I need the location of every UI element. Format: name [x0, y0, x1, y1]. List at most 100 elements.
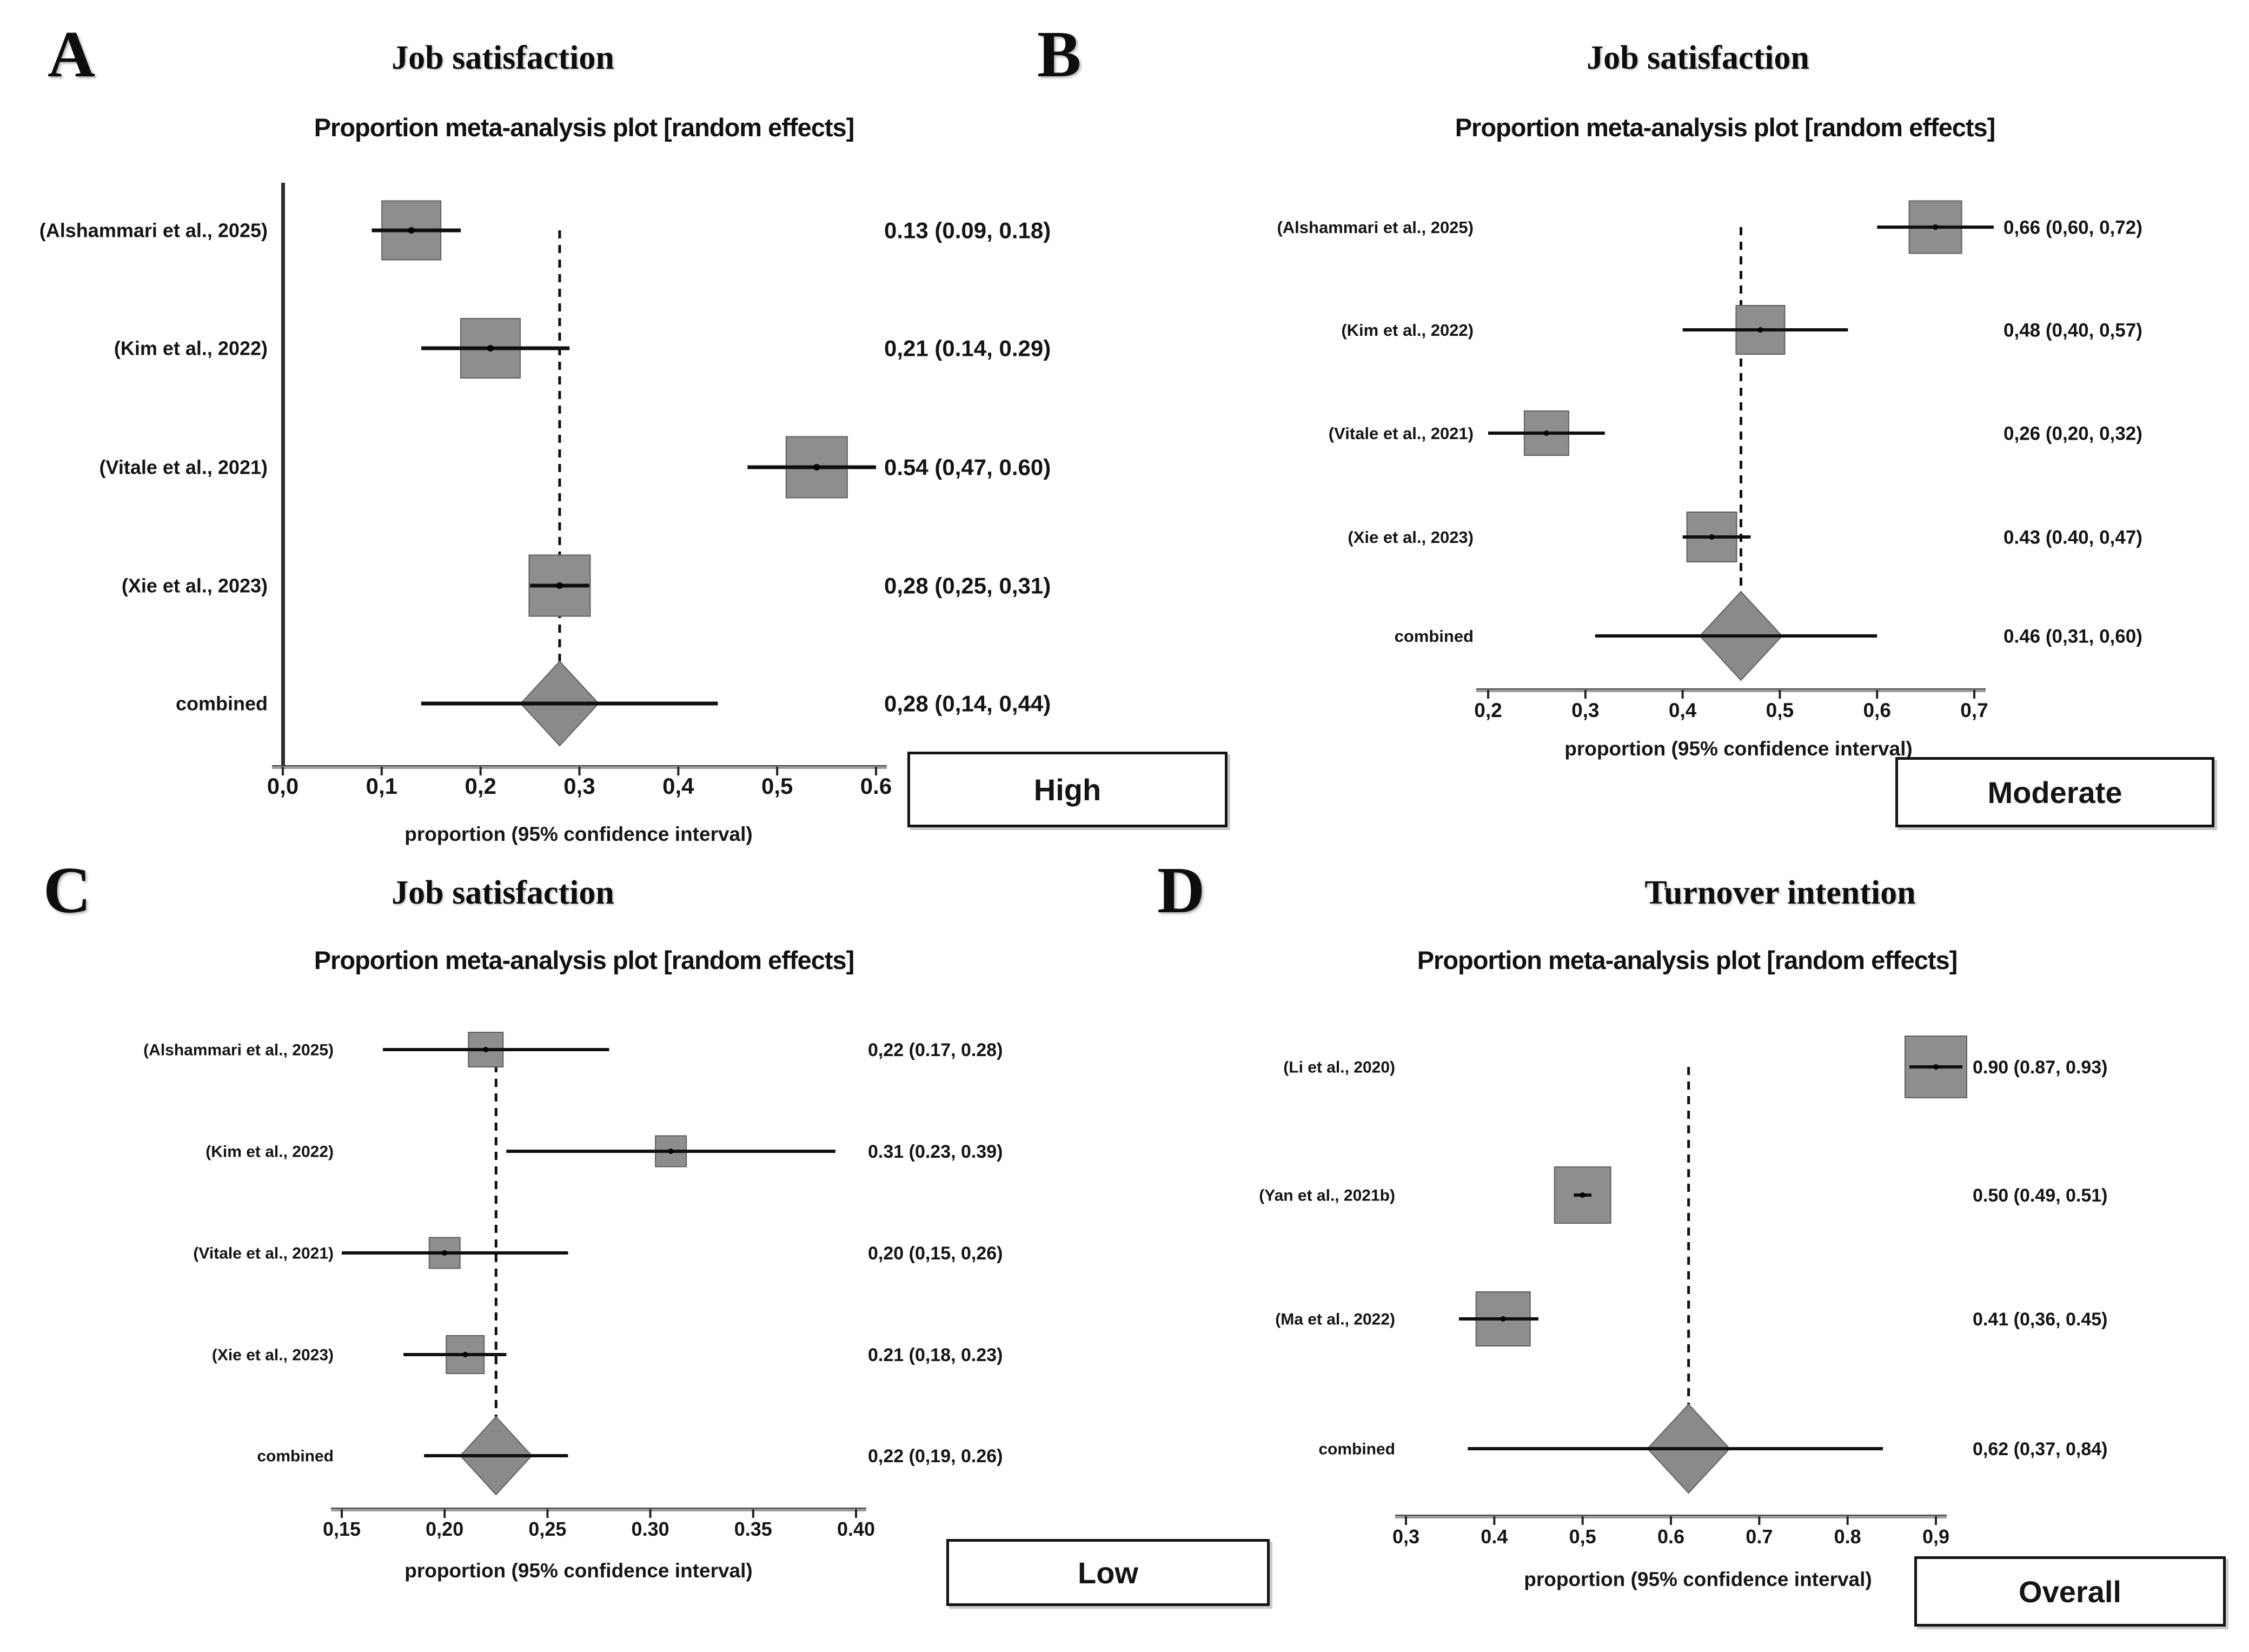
panel-a-tick-label: 0,2 — [465, 773, 496, 799]
panel-a-tick-mark — [282, 767, 284, 775]
panel-b-tick-label: 0,6 — [1863, 699, 1890, 721]
panel-c-study-value: 0,20 (0,15, 0,26) — [868, 1243, 1003, 1264]
panel-c-study-label: (Vitale et al., 2021) — [193, 1245, 334, 1263]
panel-d-point-marker — [1933, 1064, 1939, 1070]
panel-a-xaxis-label: proportion (95% confidence interval) — [404, 823, 753, 845]
panel-c-study-value: 0.21 (0,18, 0.23) — [868, 1345, 1003, 1365]
panel-b-study-label: (Kim et al., 2022) — [1341, 321, 1474, 340]
panel-d-tick-mark — [1670, 1516, 1672, 1525]
panel-c-tick-label: 0,15 — [323, 1518, 361, 1540]
panel-c-combined-value: 0,22 (0,19, 0.26) — [868, 1446, 1003, 1467]
panel-d-tick-label: 0.4 — [1481, 1525, 1508, 1548]
panel-a-y-axis — [281, 183, 285, 765]
panel-d-study-label: (Li et al., 2020) — [1283, 1059, 1395, 1077]
panel-b-x-axis — [1476, 688, 1986, 692]
panel-d-tick-mark — [1493, 1516, 1496, 1525]
panel-c-title: Job satisfaction — [392, 874, 614, 911]
panel-b-tick-label: 0,2 — [1474, 699, 1502, 721]
panel-c-study-label: (Alshammari et al., 2025) — [143, 1041, 334, 1059]
panel-d-study-value: 0.50 (0.49, 0.51) — [1973, 1185, 2108, 1206]
panel-a-tick-mark — [677, 767, 680, 775]
panel-b-study-label: (Xie et al., 2023) — [1348, 528, 1474, 547]
panel-d-xaxis-label: proportion (95% confidence interval) — [1524, 1568, 1872, 1590]
panel-d-tick-mark — [1935, 1516, 1937, 1525]
panel-d-study-label: (Ma et al., 2022) — [1275, 1311, 1395, 1329]
panel-c-study-value: 0.31 (0.23, 0.39) — [868, 1142, 1003, 1162]
panel-c-rating-badge: Low — [946, 1539, 1270, 1606]
panel-c-letter: C — [43, 854, 91, 927]
panel-a-tick-mark — [578, 767, 581, 775]
panel-d-x-axis-edge — [1395, 1515, 1947, 1516]
panel-c-rating-badge-label: Low — [1078, 1555, 1138, 1590]
panel-b-tick-mark — [1681, 690, 1684, 699]
panel-c-point-marker — [442, 1250, 448, 1256]
panel-d-subtitle: Proportion meta-analysis plot [random ef… — [1417, 946, 1958, 974]
panel-a-study-label: (Xie et al., 2023) — [122, 575, 268, 597]
panel-d-title: Turnover intention — [1644, 874, 1916, 911]
panel-d-tick-label: 0.8 — [1834, 1525, 1861, 1548]
panel-b-tick-label: 0,3 — [1571, 699, 1599, 721]
panel-d-study-value: 0.41 (0,36, 0.45) — [1973, 1309, 2108, 1330]
panel-b-point-marker — [1757, 327, 1763, 333]
panel-a-study-value: 0.13 (0.09, 0.18) — [884, 218, 1051, 243]
panel-d-tick-mark — [1846, 1516, 1849, 1525]
panel-c-tick-mark — [752, 1509, 754, 1518]
panel-c-tick-mark — [649, 1509, 652, 1518]
panel-d-combined-value: 0,62 (0,37, 0,84) — [1973, 1439, 2108, 1459]
panel-a-tick-label: 0,5 — [761, 773, 793, 799]
panel-a-tick-label: 0,3 — [563, 773, 595, 799]
panel-b-xaxis-label: proportion (95% confidence interval) — [1564, 738, 1913, 760]
panel-d-tick-label: 0,3 — [1392, 1525, 1419, 1548]
panel-c-study-value: 0,22 (0.17, 0.28) — [868, 1040, 1003, 1060]
panel-d-study-label: (Yan et al., 2021b) — [1259, 1187, 1395, 1205]
panel-c-xaxis-label: proportion (95% confidence interval) — [404, 1560, 753, 1582]
panel-c-x-axis — [331, 1508, 866, 1511]
panel-c-combined-label: combined — [257, 1448, 334, 1465]
panel-d-tick-label: 0,9 — [1922, 1525, 1949, 1548]
panel-a-point-marker — [487, 345, 494, 351]
panel-b-point-marker — [1709, 534, 1715, 540]
panel-a-tick-label: 0,1 — [366, 773, 397, 799]
panel-b-study-value: 0,66 (0,60, 0,72) — [2003, 217, 2142, 238]
panel-b-point-marker — [1543, 430, 1549, 436]
panel-c-point-marker — [462, 1352, 468, 1357]
panel-b-letter: B — [1037, 18, 1082, 91]
panel-b-tick-label: 0,7 — [1960, 699, 1988, 721]
panel-d-tick-mark — [1405, 1516, 1407, 1525]
panel-d-tick-mark — [1758, 1516, 1761, 1525]
panel-b-x-axis-edge — [1476, 688, 1986, 689]
panel-d-letter: D — [1157, 854, 1205, 927]
panel-b-tick-mark — [1973, 690, 1975, 699]
panel-c-study-label: (Xie et al., 2023) — [212, 1346, 334, 1364]
panel-b-title: Job satisfaction — [1587, 39, 1809, 76]
panel-a-study-value: 0,21 (0.14, 0.29) — [884, 336, 1051, 361]
panel-a-tick-mark — [380, 767, 383, 775]
panel-b-point-marker — [1933, 224, 1939, 230]
panel-c-tick-label: 0.35 — [734, 1518, 772, 1540]
panel-c-point-marker — [483, 1047, 489, 1052]
panel-a-study-label: (Vitale et al., 2021) — [99, 456, 268, 479]
panel-b-tick-mark — [1876, 690, 1879, 699]
panel-c-tick-label: 0.40 — [837, 1518, 875, 1540]
panel-b-study-value: 0,48 (0,40, 0,57) — [2003, 320, 2142, 341]
panel-a-tick-mark — [875, 767, 877, 775]
panel-d-tick-label: 0.6 — [1657, 1525, 1684, 1548]
panel-b-combined-value: 0.46 (0,31, 0,60) — [2003, 626, 2142, 647]
panel-b-study-value: 0.43 (0.40, 0,47) — [2003, 527, 2142, 548]
panel-a-tick-label: 0,0 — [267, 773, 298, 799]
panel-a-study-value: 0,28 (0,25, 0,31) — [884, 573, 1051, 599]
panel-a-study-value: 0.54 (0,47, 0.60) — [884, 455, 1051, 480]
panel-a-subtitle: Proportion meta-analysis plot [random ef… — [314, 113, 855, 142]
panel-c-tick-mark — [546, 1509, 549, 1518]
panel-a-study-label: (Kim et al., 2022) — [114, 337, 268, 360]
panel-a-study-label: (Alshammari et al., 2025) — [39, 220, 268, 242]
panel-a-x-axis-edge — [272, 765, 887, 766]
panel-a-tick-mark — [479, 767, 482, 775]
panel-d-tick-label: 0,5 — [1569, 1525, 1596, 1548]
panel-c-tick-mark — [443, 1509, 446, 1518]
panel-b-combined-label: combined — [1395, 627, 1474, 646]
panel-a-letter: A — [48, 18, 96, 91]
panel-c-study-label: (Kim et al., 2022) — [205, 1143, 334, 1161]
panel-a-combined-value: 0,28 (0,14, 0,44) — [884, 691, 1051, 716]
panel-a-rating-badge: High — [907, 752, 1228, 827]
